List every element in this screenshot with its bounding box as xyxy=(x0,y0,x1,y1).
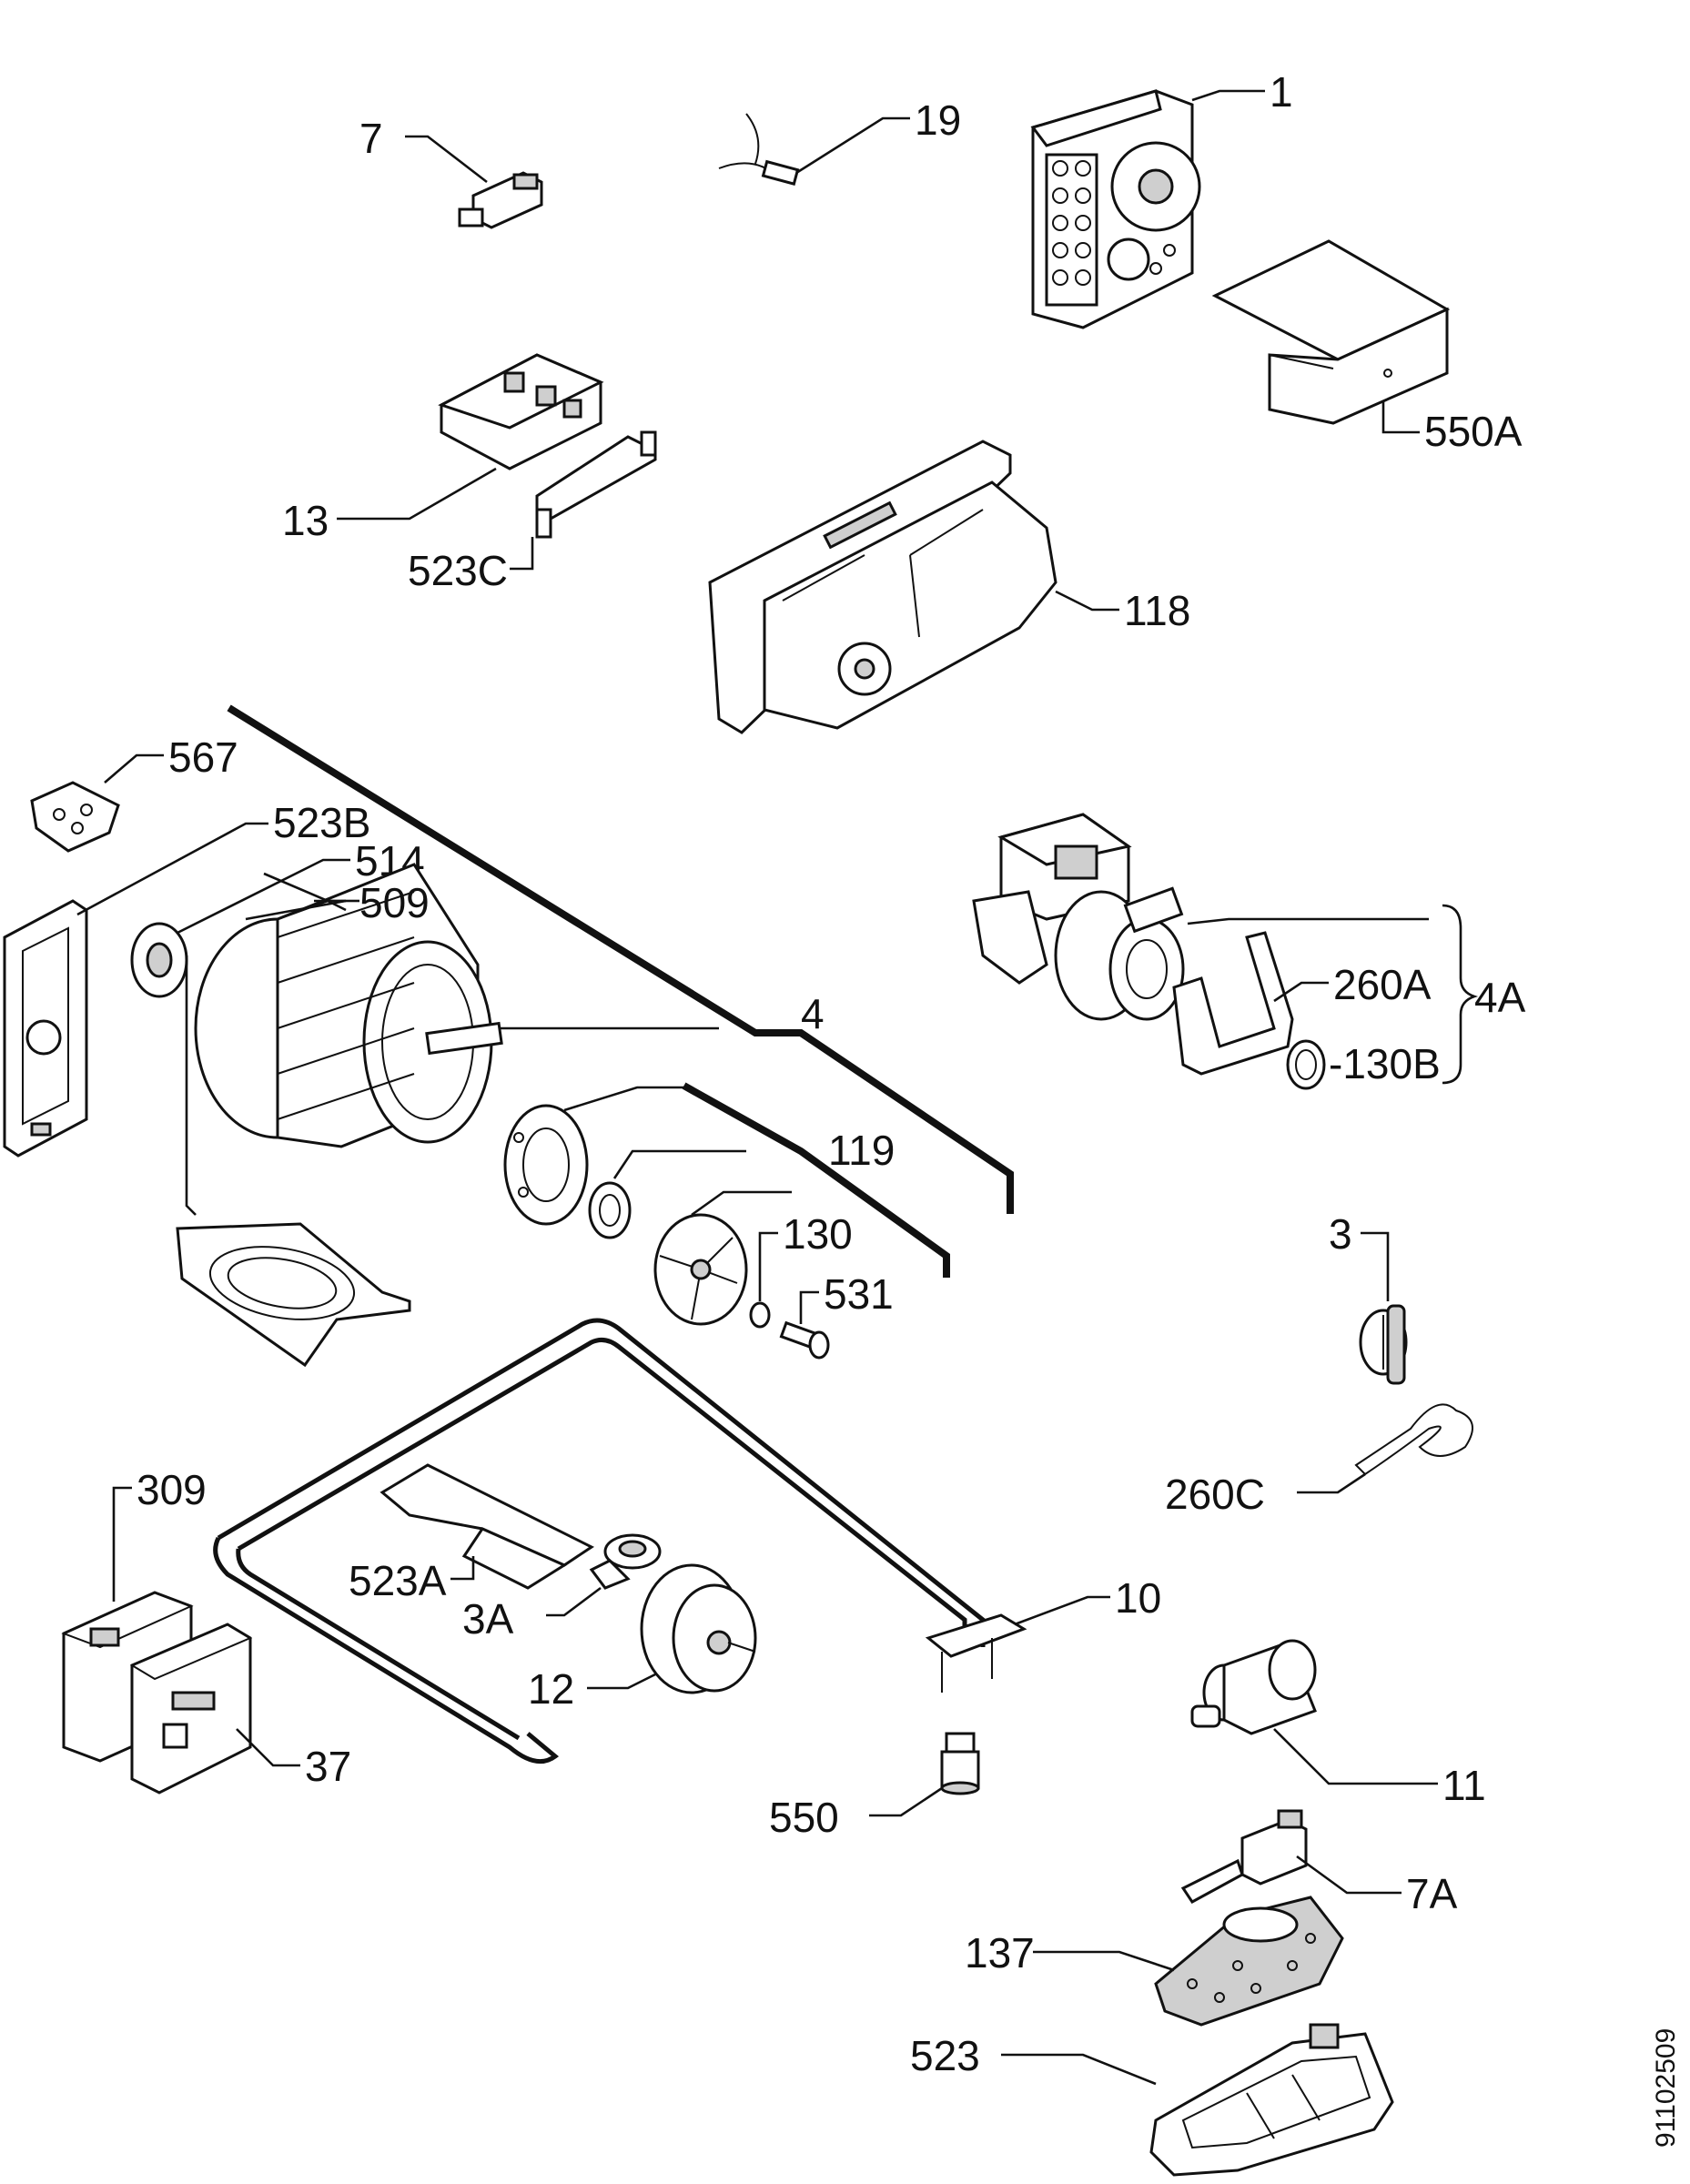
part-523C-bracket xyxy=(535,430,657,539)
label-part-550A: 550A xyxy=(1424,408,1523,455)
part-514-bearing xyxy=(130,922,188,998)
part-3A-thermostat xyxy=(589,1533,662,1590)
part-137-filter xyxy=(1154,1896,1344,2027)
part-523-tray xyxy=(1149,2023,1394,2177)
label-part-260C: 260C xyxy=(1165,1471,1265,1518)
part-550-nut xyxy=(940,1732,980,1795)
part-37-module xyxy=(129,1623,253,1795)
label-part-3: 3 xyxy=(1329,1210,1352,1258)
label-part-7: 7 xyxy=(359,115,383,162)
group-line-119 xyxy=(682,1082,950,1278)
label-part-531: 531 xyxy=(824,1270,894,1318)
part-567-plate xyxy=(30,781,120,853)
part-118-dispenser xyxy=(708,440,1058,734)
label-part-130B: -130B xyxy=(1329,1040,1441,1087)
label-part-19: 19 xyxy=(915,96,961,144)
part-seal-housing xyxy=(503,1104,589,1226)
part-550A-cover xyxy=(1211,239,1451,425)
part-130B-oring xyxy=(1286,1039,1326,1090)
label-part-567: 567 xyxy=(168,733,238,781)
label-part-523B: 523B xyxy=(273,799,370,846)
label-part-1: 1 xyxy=(1270,68,1293,116)
label-part-550: 550 xyxy=(769,1794,839,1841)
part-260A-clip xyxy=(1172,931,1294,1076)
part-7A-switch xyxy=(1180,1809,1308,1904)
part-130-nut xyxy=(749,1301,771,1329)
label-part-11: 11 xyxy=(1442,1762,1486,1809)
label-part-130: 130 xyxy=(783,1210,853,1258)
part-523B-panel xyxy=(3,899,88,1158)
label-part-4A: 4A xyxy=(1474,974,1526,1021)
part-509-motor xyxy=(194,863,503,1148)
label-part-119: 119 xyxy=(828,1127,895,1174)
part-3-sensor xyxy=(1359,1304,1408,1385)
label-part-4: 4 xyxy=(801,990,825,1037)
part-260C-clip xyxy=(1354,1403,1473,1476)
label-part-3A: 3A xyxy=(462,1595,514,1643)
part-19-sensor xyxy=(718,113,800,186)
part-impeller xyxy=(653,1213,748,1326)
part-1-timer xyxy=(1030,89,1201,329)
part-11-motor xyxy=(1190,1639,1317,1735)
label-part-7A: 7A xyxy=(1406,1870,1458,1917)
part-7-switch xyxy=(458,171,543,229)
label-part-37: 37 xyxy=(305,1743,351,1790)
part-motor-bracket xyxy=(176,1222,411,1368)
label-part-260A: 260A xyxy=(1333,961,1432,1008)
part-531-screw xyxy=(779,1320,830,1360)
part-seal-ring xyxy=(588,1181,632,1239)
label-part-137: 137 xyxy=(965,1929,1035,1977)
label-part-523C: 523C xyxy=(408,547,508,594)
label-part-10: 10 xyxy=(1115,1574,1161,1622)
label-part-13: 13 xyxy=(282,497,329,544)
label-part-509: 509 xyxy=(359,879,430,926)
part-13-switch-block xyxy=(438,353,604,470)
brace-4A xyxy=(1442,904,1479,1085)
part-523A-bracket xyxy=(379,1463,594,1590)
label-part-309: 309 xyxy=(137,1466,207,1513)
part-pump-assembly xyxy=(972,813,1185,1021)
label-part-118: 118 xyxy=(1124,587,1190,634)
group-line-4 xyxy=(227,704,1014,1214)
label-part-12: 12 xyxy=(528,1665,574,1713)
label-part-523: 523 xyxy=(910,2032,980,2079)
label-part-523A: 523A xyxy=(349,1557,447,1604)
part-10-heating-element xyxy=(213,1318,1027,1764)
drawing-number: 91102509 xyxy=(1651,2028,1681,2148)
part-12-motor xyxy=(640,1563,757,1694)
